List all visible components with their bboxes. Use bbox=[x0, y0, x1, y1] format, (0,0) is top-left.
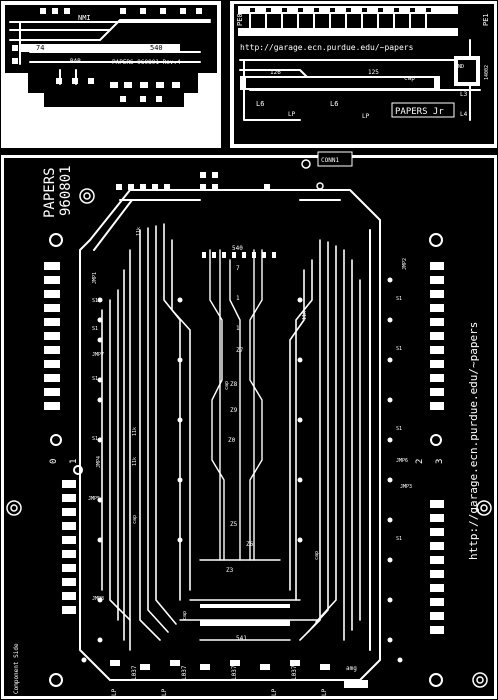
chip-label-z6: Z6 bbox=[246, 541, 254, 548]
r126-label: 126 bbox=[270, 69, 281, 76]
mounting-holes bbox=[6, 159, 492, 688]
resistor-label-2: S1 bbox=[92, 326, 98, 332]
papers-jr-label: PAPERS Jr bbox=[395, 107, 444, 117]
right-edge-connector bbox=[429, 233, 444, 687]
resistor-label-8: S1 bbox=[396, 536, 402, 542]
bottom-label-lp-1: LP bbox=[111, 688, 118, 696]
bottom-label-lp-3: LP bbox=[271, 688, 278, 696]
chip-label-7: 7 bbox=[236, 265, 240, 272]
top-header-pads bbox=[116, 172, 270, 190]
bottom-label-l037-3: L037 bbox=[231, 665, 238, 680]
l4-label: L4 bbox=[460, 111, 468, 118]
l6-label-b: L6 bbox=[330, 100, 338, 108]
edge-number-2: 2 bbox=[415, 459, 425, 464]
chip-label-1b: 1 bbox=[236, 325, 240, 332]
left-edge-connector bbox=[44, 233, 83, 687]
side-url-label: http://garage.ecn.purdue.edu/~papers bbox=[467, 322, 480, 560]
left-pad-column bbox=[81, 297, 183, 663]
cap-label-top: cap bbox=[404, 75, 415, 82]
cap-label-2: cap bbox=[182, 611, 188, 620]
jumper-label-8: JMP8 bbox=[92, 596, 104, 602]
bottom-label-l037-1: L037 bbox=[131, 665, 138, 680]
l3-label: L3 bbox=[460, 91, 468, 98]
bar-label: BAR bbox=[70, 58, 81, 65]
chip-label-540: 540 bbox=[232, 245, 243, 252]
resistor-label-11k-2: 11k bbox=[132, 427, 138, 436]
bottom-pad-strip bbox=[110, 660, 368, 688]
top-right-panel: PE0 PE1 http://garage.ecn.purdue.edu/~pa… bbox=[230, 1, 497, 148]
resistor-label-11k-4: 11k bbox=[302, 311, 308, 320]
bottom-label-lp-2: LP bbox=[161, 688, 168, 696]
bottom-label-amg: amg bbox=[346, 665, 357, 672]
cap-label-4: cap bbox=[314, 551, 320, 560]
nmi-label: NMI bbox=[78, 14, 91, 22]
resistor-label-11k-3: 11k bbox=[132, 457, 138, 466]
conn1-label: CONN1 bbox=[321, 157, 339, 164]
jumper-label-7: JMP7 bbox=[92, 352, 104, 358]
bottom-label-lp-4: LP bbox=[321, 688, 328, 696]
board-title: PAPERS 960801 bbox=[38, 165, 78, 218]
bottom-label-l037-4: L037 bbox=[291, 665, 298, 680]
chip-label-541: 541 bbox=[236, 635, 247, 642]
right-pad-column bbox=[297, 277, 403, 663]
l6-label-a: L6 bbox=[256, 100, 264, 108]
lp-label-a: LP bbox=[288, 111, 296, 118]
board-revision-label: PAPERS 960801 Rev.4 bbox=[112, 59, 181, 66]
bottom-label-l037-2: L037 bbox=[181, 665, 188, 680]
jumper-label-4: JMP4 bbox=[96, 456, 102, 468]
chip-label-z5: Z5 bbox=[230, 521, 238, 528]
title-line2: 960801 bbox=[58, 165, 74, 216]
pe1-label: PE1 bbox=[482, 13, 490, 26]
chip-label-z9: Z9 bbox=[230, 407, 238, 414]
chip-row-top bbox=[202, 252, 276, 258]
resistor-label-7: S1 bbox=[396, 426, 402, 432]
chip-label-1a: 1 bbox=[236, 295, 240, 302]
main-board: CONN1 PAPERS 960801 http://garage.ecn.pu… bbox=[1, 151, 497, 699]
resistor-label-5: S1 bbox=[396, 296, 402, 302]
chip-label-z8: Z8 bbox=[230, 381, 238, 388]
edge-number-3: 3 bbox=[435, 459, 445, 464]
resistor-label-3: S1 bbox=[92, 376, 98, 382]
chip-540-label: 540 bbox=[150, 44, 163, 52]
jumper-label-1: JMP1 bbox=[92, 272, 98, 284]
cap-label-1: cap bbox=[132, 515, 138, 524]
top-url-label: http://garage.ecn.purdue.edu/~papers bbox=[240, 43, 414, 52]
jumper-label-3: JMP3 bbox=[400, 484, 412, 490]
chip-label-z7: Z7 bbox=[236, 347, 244, 354]
r125-label: 125 bbox=[368, 69, 379, 76]
gnd-label: GND bbox=[455, 64, 464, 70]
edge-number-1: 1 bbox=[69, 459, 79, 464]
resistor-label-1: S1 bbox=[92, 298, 98, 304]
edge-number-0: 0 bbox=[49, 459, 59, 464]
chip-label-z3: Z3 bbox=[226, 567, 234, 574]
conn1-box bbox=[317, 151, 353, 167]
pe0-label: PE0 bbox=[236, 13, 244, 26]
top-left-panel: NMI 74 540 BAR PAPERS 960801 Rev.4 bbox=[1, 1, 221, 148]
chip-label-z0: Z0 bbox=[228, 437, 236, 444]
jumper-label-2: JMP2 bbox=[402, 258, 408, 270]
jumper-label-6: JMP6 bbox=[396, 458, 408, 464]
lp-label-b: LP bbox=[362, 113, 370, 120]
chip-14002-label: 14002 bbox=[484, 65, 490, 80]
jumper-label-5: JMP5 bbox=[88, 496, 100, 502]
resistor-label-11k-1: 11k bbox=[136, 227, 142, 236]
resistor-label-6: S1 bbox=[396, 346, 402, 352]
chip-74-label: 74 bbox=[36, 44, 44, 52]
cap-label-3: cap bbox=[224, 381, 230, 390]
component-side-label: Component Side bbox=[13, 643, 20, 694]
resistor-label-4: S1 bbox=[92, 436, 98, 442]
title-line1: PAPERS bbox=[42, 167, 58, 218]
